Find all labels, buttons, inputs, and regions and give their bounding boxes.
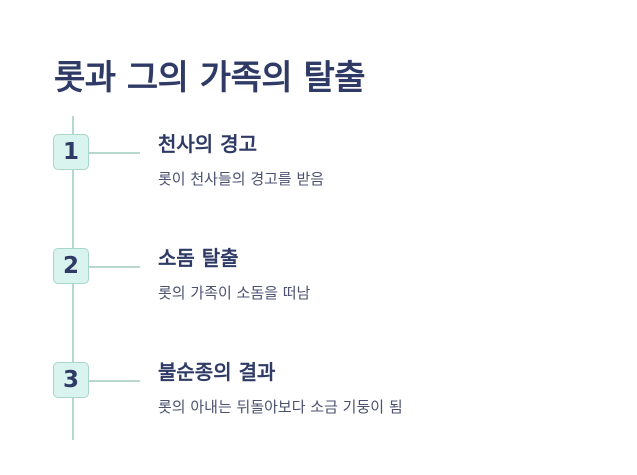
diagram-title: 롯과 그의 가족의 탈출	[54, 58, 366, 98]
step-connector-line	[89, 380, 140, 382]
step-title: 천사의 경고	[158, 132, 257, 156]
step-number-badge: 1	[53, 134, 89, 170]
step-description: 롯의 아내는 뒤돌아보다 소금 기둥이 됨	[158, 398, 403, 416]
step-number-badge: 2	[53, 248, 89, 284]
timeline-step-1: 1 천사의 경고 롯이 천사들의 경고를 받음	[0, 132, 637, 214]
step-number-badge: 3	[53, 362, 89, 398]
step-description: 롯의 가족이 소돔을 떠남	[158, 284, 311, 302]
timeline-step-3: 3 불순종의 결과 롯의 아내는 뒤돌아보다 소금 기둥이 됨	[0, 360, 637, 442]
timeline-step-2: 2 소돔 탈출 롯의 가족이 소돔을 떠남	[0, 246, 637, 328]
step-title: 소돔 탈출	[158, 246, 239, 270]
step-title: 불순종의 결과	[158, 360, 276, 384]
step-description: 롯이 천사들의 경고를 받음	[158, 170, 325, 188]
step-connector-line	[89, 152, 140, 154]
step-connector-line	[89, 266, 140, 268]
